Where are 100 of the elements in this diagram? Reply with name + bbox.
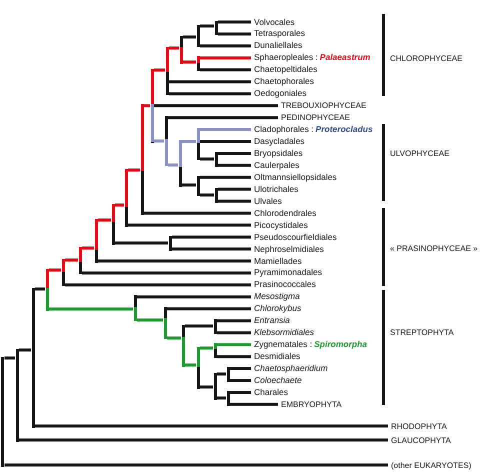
taxon-label: Dunaliellales bbox=[251, 40, 302, 52]
branch-line bbox=[169, 80, 251, 84]
branch-line bbox=[137, 295, 251, 298]
branch-line bbox=[98, 260, 251, 262]
branch-line bbox=[230, 402, 278, 406]
branch-line bbox=[200, 128, 251, 132]
taxon-label: Dasycladales bbox=[251, 136, 305, 147]
branch-line bbox=[172, 248, 251, 251]
clade-node-line bbox=[196, 24, 200, 48]
clade-node-line bbox=[165, 46, 169, 96]
taxon-label: Caulerpales bbox=[251, 160, 300, 171]
taxon-label: Mesostigma bbox=[251, 291, 300, 302]
branch-line bbox=[154, 104, 278, 108]
taxon-label: Desmidiales bbox=[251, 351, 300, 362]
taxon-label: Entransia bbox=[251, 315, 290, 326]
clade-node-line bbox=[0, 356, 4, 467]
branch-line bbox=[200, 56, 251, 60]
clade-node-line bbox=[179, 35, 183, 64]
taxon-label: Coloechaete bbox=[251, 375, 302, 386]
clade-node-line bbox=[124, 168, 128, 228]
branch-line bbox=[65, 258, 78, 262]
branch-line bbox=[4, 464, 388, 466]
taxon-label: Tetrasporales bbox=[251, 28, 306, 40]
clade-label: ULVOPHYCEAE bbox=[390, 148, 450, 158]
branch-line bbox=[218, 20, 251, 24]
taxon-label: PEDINOPHYCEAE bbox=[278, 112, 350, 124]
clade-label: STREPTOPHYTA bbox=[390, 326, 454, 338]
branch-line bbox=[49, 308, 133, 310]
branch-line bbox=[230, 379, 251, 382]
clade-node-line bbox=[196, 128, 200, 161]
clade-node-line bbox=[31, 287, 35, 428]
branch-line bbox=[200, 346, 213, 350]
branch-line bbox=[82, 246, 94, 250]
taxon-label: Chlorokybus bbox=[251, 303, 302, 314]
branch-line bbox=[128, 224, 251, 227]
clade-node-line bbox=[78, 246, 82, 275]
taxon-label: GLAUCOPHYTA bbox=[388, 434, 451, 446]
clade-node-line bbox=[181, 324, 185, 367]
branch-line bbox=[169, 92, 251, 96]
branch-line bbox=[230, 367, 251, 370]
branch-line bbox=[182, 140, 196, 143]
taxon-label: TREBOUXIOPHYCEAE bbox=[278, 100, 366, 112]
taxon-label: Oedogoniales bbox=[251, 88, 306, 100]
taxon-label: Volvocales bbox=[251, 16, 295, 28]
clade-node-line bbox=[94, 218, 98, 263]
taxon-label: (other EUKARYOTES) bbox=[388, 460, 472, 470]
branch-line bbox=[144, 104, 150, 108]
branch-line bbox=[217, 331, 251, 334]
clade-node-line bbox=[61, 258, 65, 287]
branch-line bbox=[167, 336, 181, 340]
taxon-label: Klebsormidiales bbox=[251, 327, 314, 338]
taxon-label: Chlorodendrales bbox=[251, 208, 316, 219]
taxon-label: EMBRYOPHYTA bbox=[278, 398, 342, 410]
taxon-label: Chaetophorales bbox=[251, 76, 314, 88]
clade-node-line bbox=[150, 68, 154, 143]
taxon-label: Chaetosphaeridium bbox=[251, 363, 328, 374]
clade-node-line bbox=[178, 140, 182, 187]
branch-line bbox=[200, 44, 251, 48]
branch-line bbox=[217, 319, 251, 322]
branch-line bbox=[154, 68, 165, 72]
branch-line bbox=[218, 200, 251, 203]
branch-line bbox=[35, 424, 388, 428]
branch-line bbox=[128, 168, 140, 172]
branch-line bbox=[65, 283, 251, 286]
taxon-label: Mamiellades bbox=[251, 256, 302, 266]
branch-line bbox=[4, 356, 15, 360]
branch-line bbox=[115, 242, 168, 244]
clade-node-line bbox=[213, 372, 217, 400]
branch-line bbox=[200, 140, 251, 143]
branch-line bbox=[217, 372, 226, 376]
taxon-label: Prasinococcales bbox=[251, 279, 316, 290]
branch-line bbox=[169, 46, 179, 50]
branch-line bbox=[49, 268, 61, 272]
branch-line bbox=[200, 68, 251, 72]
branch-line bbox=[217, 355, 251, 358]
branch-line bbox=[144, 212, 251, 215]
branch-line bbox=[200, 176, 251, 179]
branch-line bbox=[183, 36, 196, 38]
taxon-label: Charales bbox=[251, 386, 288, 398]
clade-node-line bbox=[196, 346, 200, 389]
taxon-label: Ulotrichales bbox=[251, 184, 298, 195]
branch-line bbox=[183, 60, 196, 64]
taxon-label: Zygnematales : bbox=[254, 339, 312, 350]
branch-line bbox=[218, 32, 251, 36]
branch-line bbox=[185, 324, 213, 328]
taxon-label: Pseudoscourfieldiales bbox=[251, 232, 337, 243]
clade-node-line bbox=[163, 306, 167, 340]
branch-line bbox=[230, 390, 251, 394]
branch-line bbox=[218, 152, 251, 155]
branch-line bbox=[19, 348, 31, 352]
branch-line bbox=[182, 184, 196, 186]
taxon-label: Bryopsidales bbox=[251, 148, 303, 159]
taxon-label: RHODOPHYTA bbox=[388, 420, 447, 432]
branch-line bbox=[185, 364, 196, 366]
branch-line bbox=[217, 396, 226, 400]
branch-line bbox=[167, 307, 251, 310]
clade-label: « PRASINOPHYCEAE » bbox=[390, 242, 478, 254]
branch-line bbox=[154, 140, 164, 142]
branch-line bbox=[217, 343, 251, 346]
clade-node-line bbox=[15, 348, 19, 442]
